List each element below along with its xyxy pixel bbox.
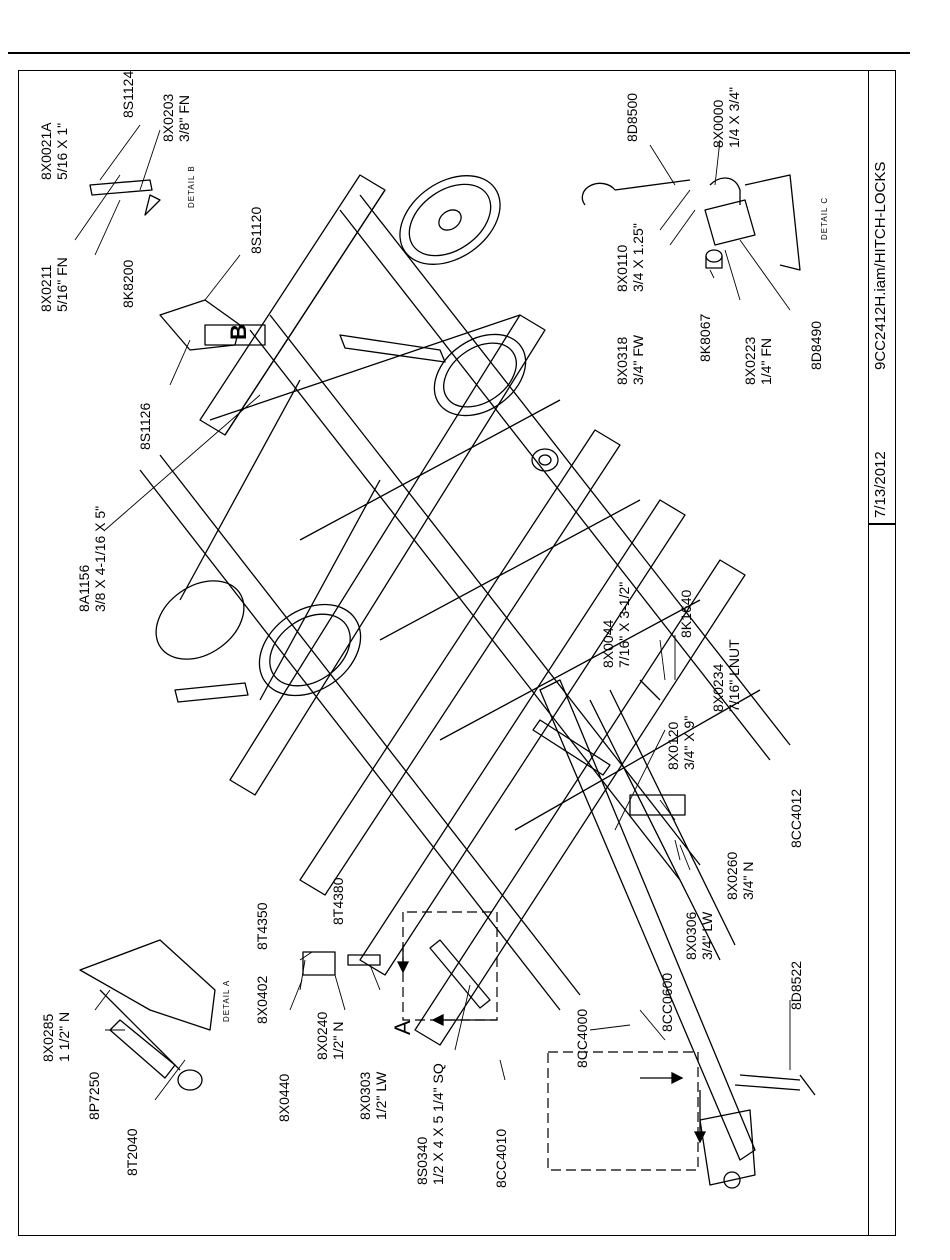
part-label-8T4380: 8T4380	[330, 877, 346, 925]
part-label-8X0402: 8X0402	[254, 975, 270, 1024]
detail-b-callout-letter: B	[226, 324, 251, 340]
part-label-8CC0600: 8CC0600	[659, 972, 675, 1032]
detail-b-label: DETAIL B	[187, 165, 196, 208]
detail-a-assembly	[79, 939, 216, 1091]
part-label-8K1640: 8K1640	[678, 589, 694, 638]
detail-b-bracket	[89, 179, 266, 351]
part-label-8D8522: 8D8522	[788, 960, 804, 1010]
part-label-8CC4012: 8CC4012	[788, 788, 804, 848]
title-block-divider	[868, 523, 896, 525]
drawing-border	[18, 70, 896, 1236]
detail-c-callout-box	[547, 1051, 699, 1171]
part-label-8X0440: 8X0440	[276, 1073, 292, 1122]
part-label-8D8500: 8D8500	[624, 92, 640, 142]
part-label-8S1126: 8S1126	[137, 402, 153, 450]
part-label-8S1124: 8S1124	[120, 70, 136, 118]
part-label-8CC4010: 8CC4010	[493, 1128, 509, 1188]
detail-a-callout-letter: A	[390, 1020, 415, 1035]
title-block	[868, 70, 896, 1236]
part-label-8K8200: 8K8200	[120, 259, 136, 308]
part-label-8T4350: 8T4350	[254, 902, 270, 950]
part-label-8CC4000: 8CC4000	[574, 1008, 590, 1068]
hydraulic-cylinders	[174, 334, 611, 1009]
detail-a-callout-box	[402, 911, 498, 1021]
detail-c-label: DETAIL C	[820, 196, 829, 240]
detail-a-label: DETAIL A	[222, 979, 231, 1022]
main-frame	[139, 174, 791, 1046]
part-label-8D8490: 8D8490	[808, 320, 824, 370]
header-rule	[8, 52, 910, 54]
part-label-8S1120: 8S1120	[248, 206, 264, 254]
part-label-8T2040: 8T2040	[124, 1128, 140, 1176]
part-label-8K8067: 8K8067	[697, 313, 713, 362]
part-label-8P7250: 8P7250	[86, 1071, 102, 1120]
hitch-tongue	[539, 679, 816, 1189]
wheels	[155, 175, 559, 697]
detail-c-bracket	[581, 174, 801, 271]
hardware-plates	[302, 679, 686, 976]
